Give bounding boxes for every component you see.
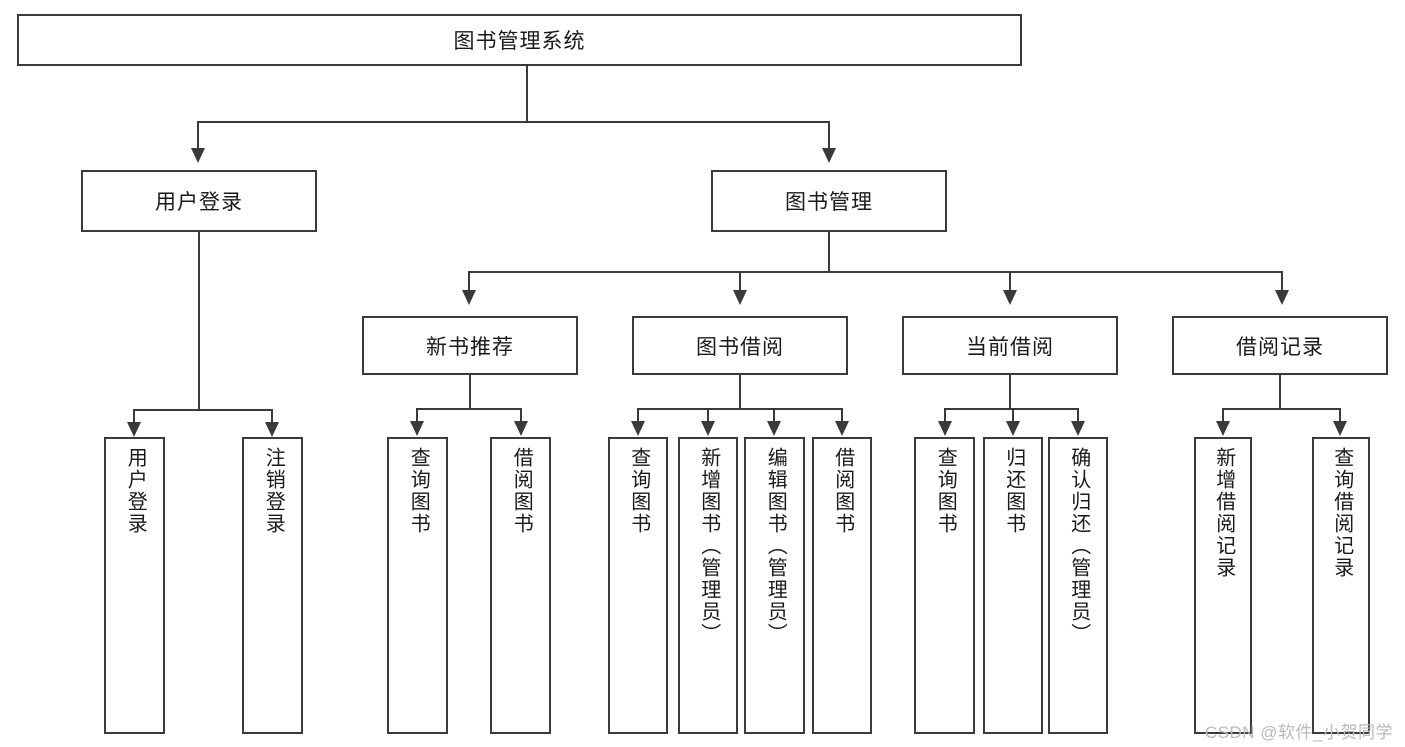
- connector-new-book-drop-2: [520, 408, 522, 424]
- leaf-current-borrow-return-books[interactable]: 归还图书: [983, 437, 1043, 734]
- arrowhead-book-borrow-leaf-2: [701, 421, 715, 436]
- arrowhead-current-borrow-leaf-3: [1071, 421, 1085, 436]
- leaf-label: 新增图书（管理员）: [697, 447, 720, 645]
- leaf-label: 用户登录: [124, 447, 147, 535]
- connector-bm-drop-current-borrow: [1009, 271, 1011, 292]
- connector-book-borrow-stem: [739, 375, 741, 409]
- arrowhead-book-borrow-leaf-4: [835, 421, 849, 436]
- connector-current-borrow-drop-1: [944, 408, 946, 424]
- node-label: 当前借阅: [966, 335, 1054, 359]
- arrowhead-new-book-leaf-2: [514, 421, 528, 436]
- leaf-book-borrow-query-books[interactable]: 查询图书: [608, 437, 668, 734]
- connector-root-stem: [526, 66, 528, 122]
- arrowhead-book-borrow-leaf-1: [631, 421, 645, 436]
- connector-book-borrow-drop-1: [637, 408, 639, 424]
- connector-borrow-record-drop-2: [1339, 408, 1341, 424]
- node-label: 新书推荐: [426, 335, 514, 359]
- connector-current-borrow-drop-3: [1077, 408, 1079, 424]
- connector-user-login-drop-1: [133, 409, 135, 425]
- connector-current-borrow-bus: [944, 408, 1078, 410]
- leaf-label: 查询图书: [934, 447, 957, 535]
- arrowhead-new-book-leaf-1: [410, 421, 424, 436]
- node-label: 图书管理: [785, 191, 873, 214]
- arrowhead-user-login-leaf-1: [127, 422, 141, 437]
- arrowhead-bm-to-book-borrow: [733, 290, 747, 305]
- node-new-book-recommend[interactable]: 新书推荐: [362, 316, 578, 375]
- arrowhead-bm-to-borrow-record: [1275, 290, 1289, 305]
- leaf-label: 借阅图书: [831, 447, 854, 535]
- arrowhead-root-to-user-login: [191, 148, 205, 163]
- leaf-user-login-login[interactable]: 用户登录: [104, 437, 165, 734]
- arrowhead-book-borrow-leaf-3: [767, 421, 781, 436]
- node-book-borrow[interactable]: 图书借阅: [632, 316, 848, 375]
- node-label: 借阅记录: [1236, 335, 1324, 359]
- connector-borrow-record-drop-1: [1222, 408, 1224, 424]
- arrowhead-bm-to-current-borrow: [1003, 290, 1017, 305]
- connector-current-borrow-stem: [1009, 375, 1011, 409]
- node-book-management[interactable]: 图书管理: [711, 170, 947, 232]
- arrowhead-borrow-record-leaf-1: [1216, 421, 1230, 436]
- connector-new-book-drop-1: [416, 408, 418, 424]
- connector-book-borrow-drop-4: [841, 408, 843, 424]
- connector-book-management-stem: [828, 232, 830, 272]
- leaf-book-borrow-edit-book-admin[interactable]: 编辑图书（管理员）: [744, 437, 805, 734]
- node-label: 图书借阅: [696, 335, 784, 359]
- watermark-text: CSDN @软件_小贺同学: [1204, 723, 1393, 742]
- node-label: 用户登录: [155, 191, 243, 214]
- leaf-label: 查询图书: [627, 447, 650, 535]
- leaf-label: 注销登录: [262, 447, 285, 535]
- connector-borrow-record-stem: [1279, 375, 1281, 409]
- leaf-book-borrow-add-book-admin[interactable]: 新增图书（管理员）: [678, 437, 738, 734]
- connector-borrow-record-bus: [1222, 408, 1341, 410]
- connector-user-login-bus: [133, 409, 271, 411]
- leaf-current-borrow-query-books[interactable]: 查询图书: [914, 437, 975, 734]
- arrowhead-current-borrow-leaf-2: [1006, 421, 1020, 436]
- connector-book-borrow-drop-3: [773, 408, 775, 424]
- leaf-user-login-logout[interactable]: 注销登录: [242, 437, 303, 734]
- connector-new-book-stem: [469, 375, 471, 409]
- leaf-new-book-borrow-books[interactable]: 借阅图书: [490, 437, 551, 734]
- arrowhead-root-to-book-management: [822, 148, 836, 163]
- connector-root-to-user-login: [197, 121, 199, 150]
- node-user-login[interactable]: 用户登录: [81, 170, 317, 232]
- connector-bm-drop-book-borrow: [739, 271, 741, 292]
- connector-book-borrow-bus: [637, 408, 843, 410]
- connector-book-borrow-drop-2: [707, 408, 709, 424]
- connector-new-book-bus: [416, 408, 522, 410]
- connector-root-bus: [197, 121, 829, 123]
- connector-user-login-stem: [198, 232, 200, 410]
- node-label: 图书管理系统: [453, 30, 586, 53]
- leaf-label: 编辑图书（管理员）: [764, 447, 787, 645]
- leaf-label: 归还图书: [1002, 447, 1025, 535]
- arrowhead-user-login-leaf-2: [265, 422, 279, 437]
- node-current-borrow[interactable]: 当前借阅: [902, 316, 1118, 375]
- leaf-label: 确认归还（管理员）: [1067, 447, 1090, 645]
- connector-root-to-book-management: [828, 121, 830, 150]
- node-root-book-management-system[interactable]: 图书管理系统: [17, 14, 1022, 66]
- leaf-label: 查询图书: [407, 447, 430, 535]
- leaf-label: 查询借阅记录: [1330, 447, 1353, 579]
- connector-bm-drop-borrow-record: [1281, 271, 1283, 292]
- leaf-borrow-record-query-record[interactable]: 查询借阅记录: [1312, 437, 1370, 734]
- arrowhead-current-borrow-leaf-1: [938, 421, 952, 436]
- arrowhead-bm-to-new-book-recommend: [462, 290, 476, 305]
- node-borrow-record[interactable]: 借阅记录: [1172, 316, 1388, 375]
- leaf-book-borrow-borrow-books[interactable]: 借阅图书: [812, 437, 872, 734]
- connector-current-borrow-drop-2: [1012, 408, 1014, 424]
- leaf-label: 新增借阅记录: [1212, 447, 1235, 579]
- leaf-borrow-record-add-record[interactable]: 新增借阅记录: [1194, 437, 1252, 734]
- connector-book-management-bus: [468, 271, 1283, 273]
- arrowhead-borrow-record-leaf-2: [1333, 421, 1347, 436]
- leaf-label: 借阅图书: [510, 447, 533, 535]
- connector-bm-drop-new-book: [468, 271, 470, 292]
- leaf-current-borrow-confirm-return-admin[interactable]: 确认归还（管理员）: [1048, 437, 1108, 734]
- leaf-new-book-query-books[interactable]: 查询图书: [387, 437, 448, 734]
- connector-user-login-drop-2: [271, 409, 273, 425]
